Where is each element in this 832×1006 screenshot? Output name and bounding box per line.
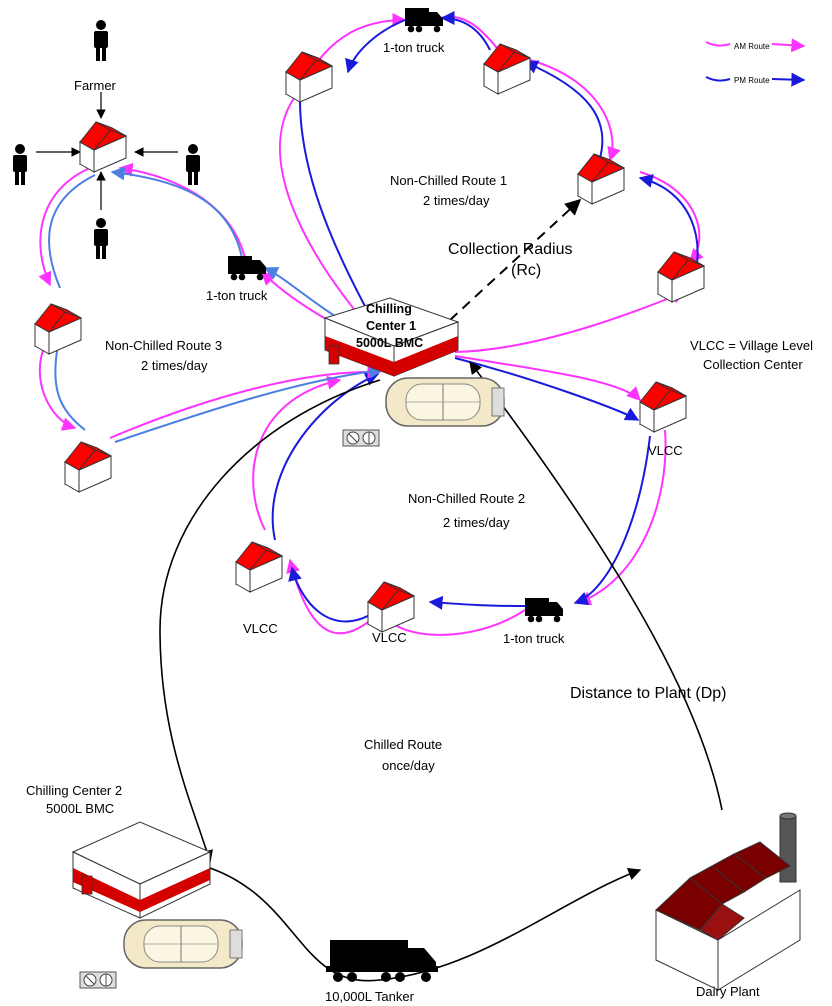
small-truck-icon (525, 598, 563, 623)
vlcc-house-icon (235, 529, 285, 593)
chilled-route-arrow-1 (159, 379, 381, 864)
vlcc-definition-line1: VLCC = Village Level (690, 338, 813, 353)
small-truck-icon (228, 256, 266, 281)
farmer-person-icon (94, 218, 108, 259)
vlcc-house-icon (285, 39, 335, 103)
collection-radius-symbol: (Rc) (511, 262, 541, 279)
farmer-arrows (36, 92, 178, 210)
vlcc-definition-line2: Collection Center (703, 357, 803, 372)
legend-pm-swatch (705, 76, 731, 82)
cc1-label-line3: 5000L BMC (356, 336, 423, 350)
farmer-person-icon (13, 144, 27, 185)
distance-to-plant-arrow (469, 360, 723, 811)
vlcc-house-icon (64, 429, 114, 493)
cc2-label-line1: Chilling Center 2 (26, 783, 122, 798)
pump-icon (79, 971, 117, 989)
farmer-house-icon (79, 109, 129, 173)
chilling-center-1 (323, 297, 505, 447)
vlcc-bottom-left-label: VLCC (243, 621, 278, 636)
vlcc-right-label: VLCC (648, 443, 683, 458)
tanker-truck-icon (326, 940, 438, 982)
chilled-route-title: Chilled Route (364, 737, 442, 752)
route-1-title: Non-Chilled Route 1 (390, 173, 507, 188)
legend-pm-label: PM Route (734, 76, 770, 85)
milk-tank-icon (123, 919, 243, 969)
vlcc-house-icon (34, 291, 84, 355)
cc1-label-line1: Chilling (366, 302, 412, 316)
truck-bottom-label: 1-ton truck (503, 631, 565, 646)
legend-am-label: AM Route (734, 42, 770, 51)
collection-radius-label: Collection Radius (448, 241, 573, 258)
chilling-center-2 (71, 821, 243, 989)
farmer-person-icon (94, 20, 108, 61)
route-3-title: Non-Chilled Route 3 (105, 338, 222, 353)
legend-am-swatch (705, 41, 731, 47)
tanker-label: 10,000L Tanker (325, 989, 415, 1004)
vlcc-house-icon (367, 569, 417, 633)
dairy-plant-label: Dairy Plant (696, 984, 760, 999)
collection-radius-arrow (449, 198, 582, 321)
route-2-paths (252, 355, 667, 636)
farmer-person-icon (186, 144, 200, 185)
route-2-title: Non-Chilled Route 2 (408, 491, 525, 506)
cc1-label-line2: Center 1 (366, 319, 416, 333)
route-1-frequency: 2 times/day (423, 193, 490, 208)
truck-top-label: 1-ton truck (383, 40, 445, 55)
dairy-plant-icon (655, 812, 801, 991)
milk-tank-icon (385, 377, 505, 427)
route-3-paths (38, 162, 384, 443)
vlcc-house-icon (639, 369, 689, 433)
route-2-frequency: 2 times/day (443, 515, 510, 530)
farmer-label: Farmer (74, 78, 117, 93)
small-truck-icon (405, 8, 443, 33)
vlcc-bottom-mid-label: VLCC (372, 630, 407, 645)
pump-icon (342, 429, 380, 447)
truck-left-label: 1-ton truck (206, 288, 268, 303)
chilled-route-frequency: once/day (382, 758, 435, 773)
cc2-label-line2: 5000L BMC (46, 801, 114, 816)
distance-to-plant-label: Distance to Plant (Dp) (570, 685, 727, 702)
route-3-frequency: 2 times/day (141, 358, 208, 373)
legend: AM Route PM Route (705, 38, 806, 87)
chilled-route-arrow-2 (209, 867, 642, 982)
